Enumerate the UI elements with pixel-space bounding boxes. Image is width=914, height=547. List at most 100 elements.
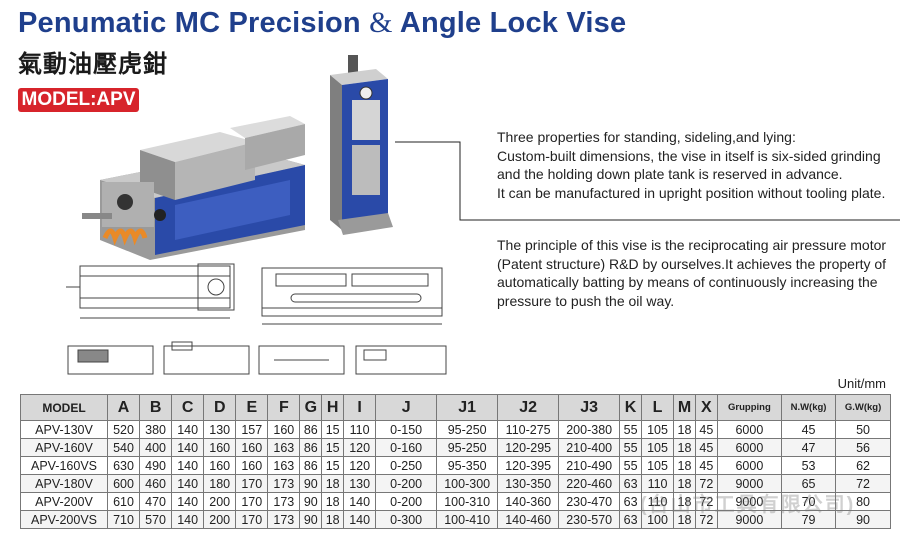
spec-cell: 45 <box>694 456 718 475</box>
spec-cell: 15 <box>321 420 345 439</box>
desc-line: (Patent structure) R&D by ourselves.It a… <box>497 255 887 272</box>
header-nw: N.W(kg) <box>780 394 837 421</box>
spec-cell: 157 <box>235 420 269 439</box>
description-properties: Three properties for standing, sideling,… <box>497 128 907 202</box>
spec-cell: 18 <box>673 492 696 511</box>
spec-cell: 56 <box>835 438 891 457</box>
spec-cell: 0-300 <box>375 510 438 529</box>
spec-cell: 160 <box>235 456 269 475</box>
spec-cell: 610 <box>106 492 141 511</box>
spec-cell: 160 <box>235 438 269 457</box>
spec-cell: 230-570 <box>558 510 621 529</box>
header-d: D <box>203 394 237 421</box>
spec-cell: 200 <box>203 492 237 511</box>
spec-cell: 490 <box>139 456 173 475</box>
header-h: H <box>321 394 345 421</box>
desc-line: pressure to push the oil way. <box>497 292 675 309</box>
spec-cell: 45 <box>694 438 718 457</box>
spec-cell: 45 <box>694 420 718 439</box>
spec-cell: 130 <box>203 420 237 439</box>
spec-cell: 100-410 <box>436 510 499 529</box>
spec-cell: 18 <box>673 456 696 475</box>
spec-cell: 170 <box>235 474 269 493</box>
spec-cell: 86 <box>299 420 323 439</box>
header-model: MODEL <box>20 394 108 421</box>
technical-drawing-top <box>66 263 443 325</box>
spec-cell: 63 <box>619 492 643 511</box>
spec-cell: 18 <box>321 492 345 511</box>
spec-cell: 140-460 <box>497 510 560 529</box>
spec-cell: 160 <box>203 438 237 457</box>
spec-cell: 460 <box>139 474 173 493</box>
spec-cell: 15 <box>321 456 345 475</box>
desc-line: automatically batting by means of contin… <box>497 274 878 290</box>
spec-cell: 200 <box>203 510 237 529</box>
spec-cell: 520 <box>106 420 141 439</box>
spec-cell: 18 <box>321 474 345 493</box>
spec-cell: 86 <box>299 456 323 475</box>
desc-line: The principle of this vise is the recipr… <box>497 237 887 253</box>
spec-cell: 130 <box>343 474 377 493</box>
header-f: F <box>267 394 301 421</box>
spec-cell: 140 <box>343 510 377 529</box>
spec-cell: 105 <box>641 438 675 457</box>
spec-cell: 9000 <box>716 474 782 493</box>
header-b: B <box>139 394 173 421</box>
spec-cell: 18 <box>321 510 345 529</box>
spec-cell: 0-150 <box>375 420 438 439</box>
spec-cell: 18 <box>673 438 696 457</box>
spec-cell: 6000 <box>716 438 782 457</box>
spec-cell: 63 <box>619 510 643 529</box>
model-cell: APV-160V <box>20 438 108 457</box>
spec-cell: 630 <box>106 456 141 475</box>
spec-cell: 90 <box>835 510 891 529</box>
header-i: I <box>343 394 377 421</box>
spec-cell: 90 <box>299 510 323 529</box>
spec-cell: 180 <box>203 474 237 493</box>
spec-cell: 400 <box>139 438 173 457</box>
spec-cell: 9000 <box>716 510 782 529</box>
spec-cell: 62 <box>835 456 891 475</box>
spec-cell: 140 <box>171 474 205 493</box>
spec-cell: 18 <box>673 420 696 439</box>
spec-cell: 0-160 <box>375 438 438 457</box>
spec-cell: 47 <box>780 438 837 457</box>
vise-vertical-photo <box>330 55 393 235</box>
spec-cell: 6000 <box>716 456 782 475</box>
watermark: (台山市工具有限公司) <box>640 494 856 516</box>
spec-cell: 120 <box>343 438 377 457</box>
spec-cell: 72 <box>835 474 891 493</box>
spec-cell: 110 <box>641 492 675 511</box>
spec-cell: 18 <box>673 510 696 529</box>
spec-cell: 70 <box>780 492 837 511</box>
spec-cell: 55 <box>619 456 643 475</box>
spec-cell: 100-310 <box>436 492 499 511</box>
header-c: C <box>171 394 205 421</box>
spec-cell: 63 <box>619 474 643 493</box>
spec-cell: 95-250 <box>436 420 499 439</box>
spec-cell: 6000 <box>716 420 782 439</box>
model-cell: APV-160VS <box>20 456 108 475</box>
model-badge: MODEL:APV <box>18 88 139 112</box>
spec-cell: 220-460 <box>558 474 621 493</box>
spec-cell: 120-395 <box>497 456 560 475</box>
spec-cell: 173 <box>267 510 301 529</box>
spec-cell: 90 <box>299 474 323 493</box>
spec-cell: 210-400 <box>558 438 621 457</box>
header-grupping: Grupping <box>716 394 782 421</box>
model-cell: APV-200VS <box>20 510 108 529</box>
spec-cell: 140 <box>171 420 205 439</box>
chinese-title: 氣動油壓虎鉗 <box>18 51 168 78</box>
spec-cell: 140 <box>171 492 205 511</box>
title-part-2: Angle Lock Vise <box>399 7 627 39</box>
spec-cell: 230-470 <box>558 492 621 511</box>
header-x: X <box>694 394 718 421</box>
header-gw: G.W(kg) <box>835 394 891 421</box>
spec-cell: 72 <box>694 510 718 529</box>
spec-cell: 110-275 <box>497 420 560 439</box>
spec-cell: 55 <box>619 438 643 457</box>
